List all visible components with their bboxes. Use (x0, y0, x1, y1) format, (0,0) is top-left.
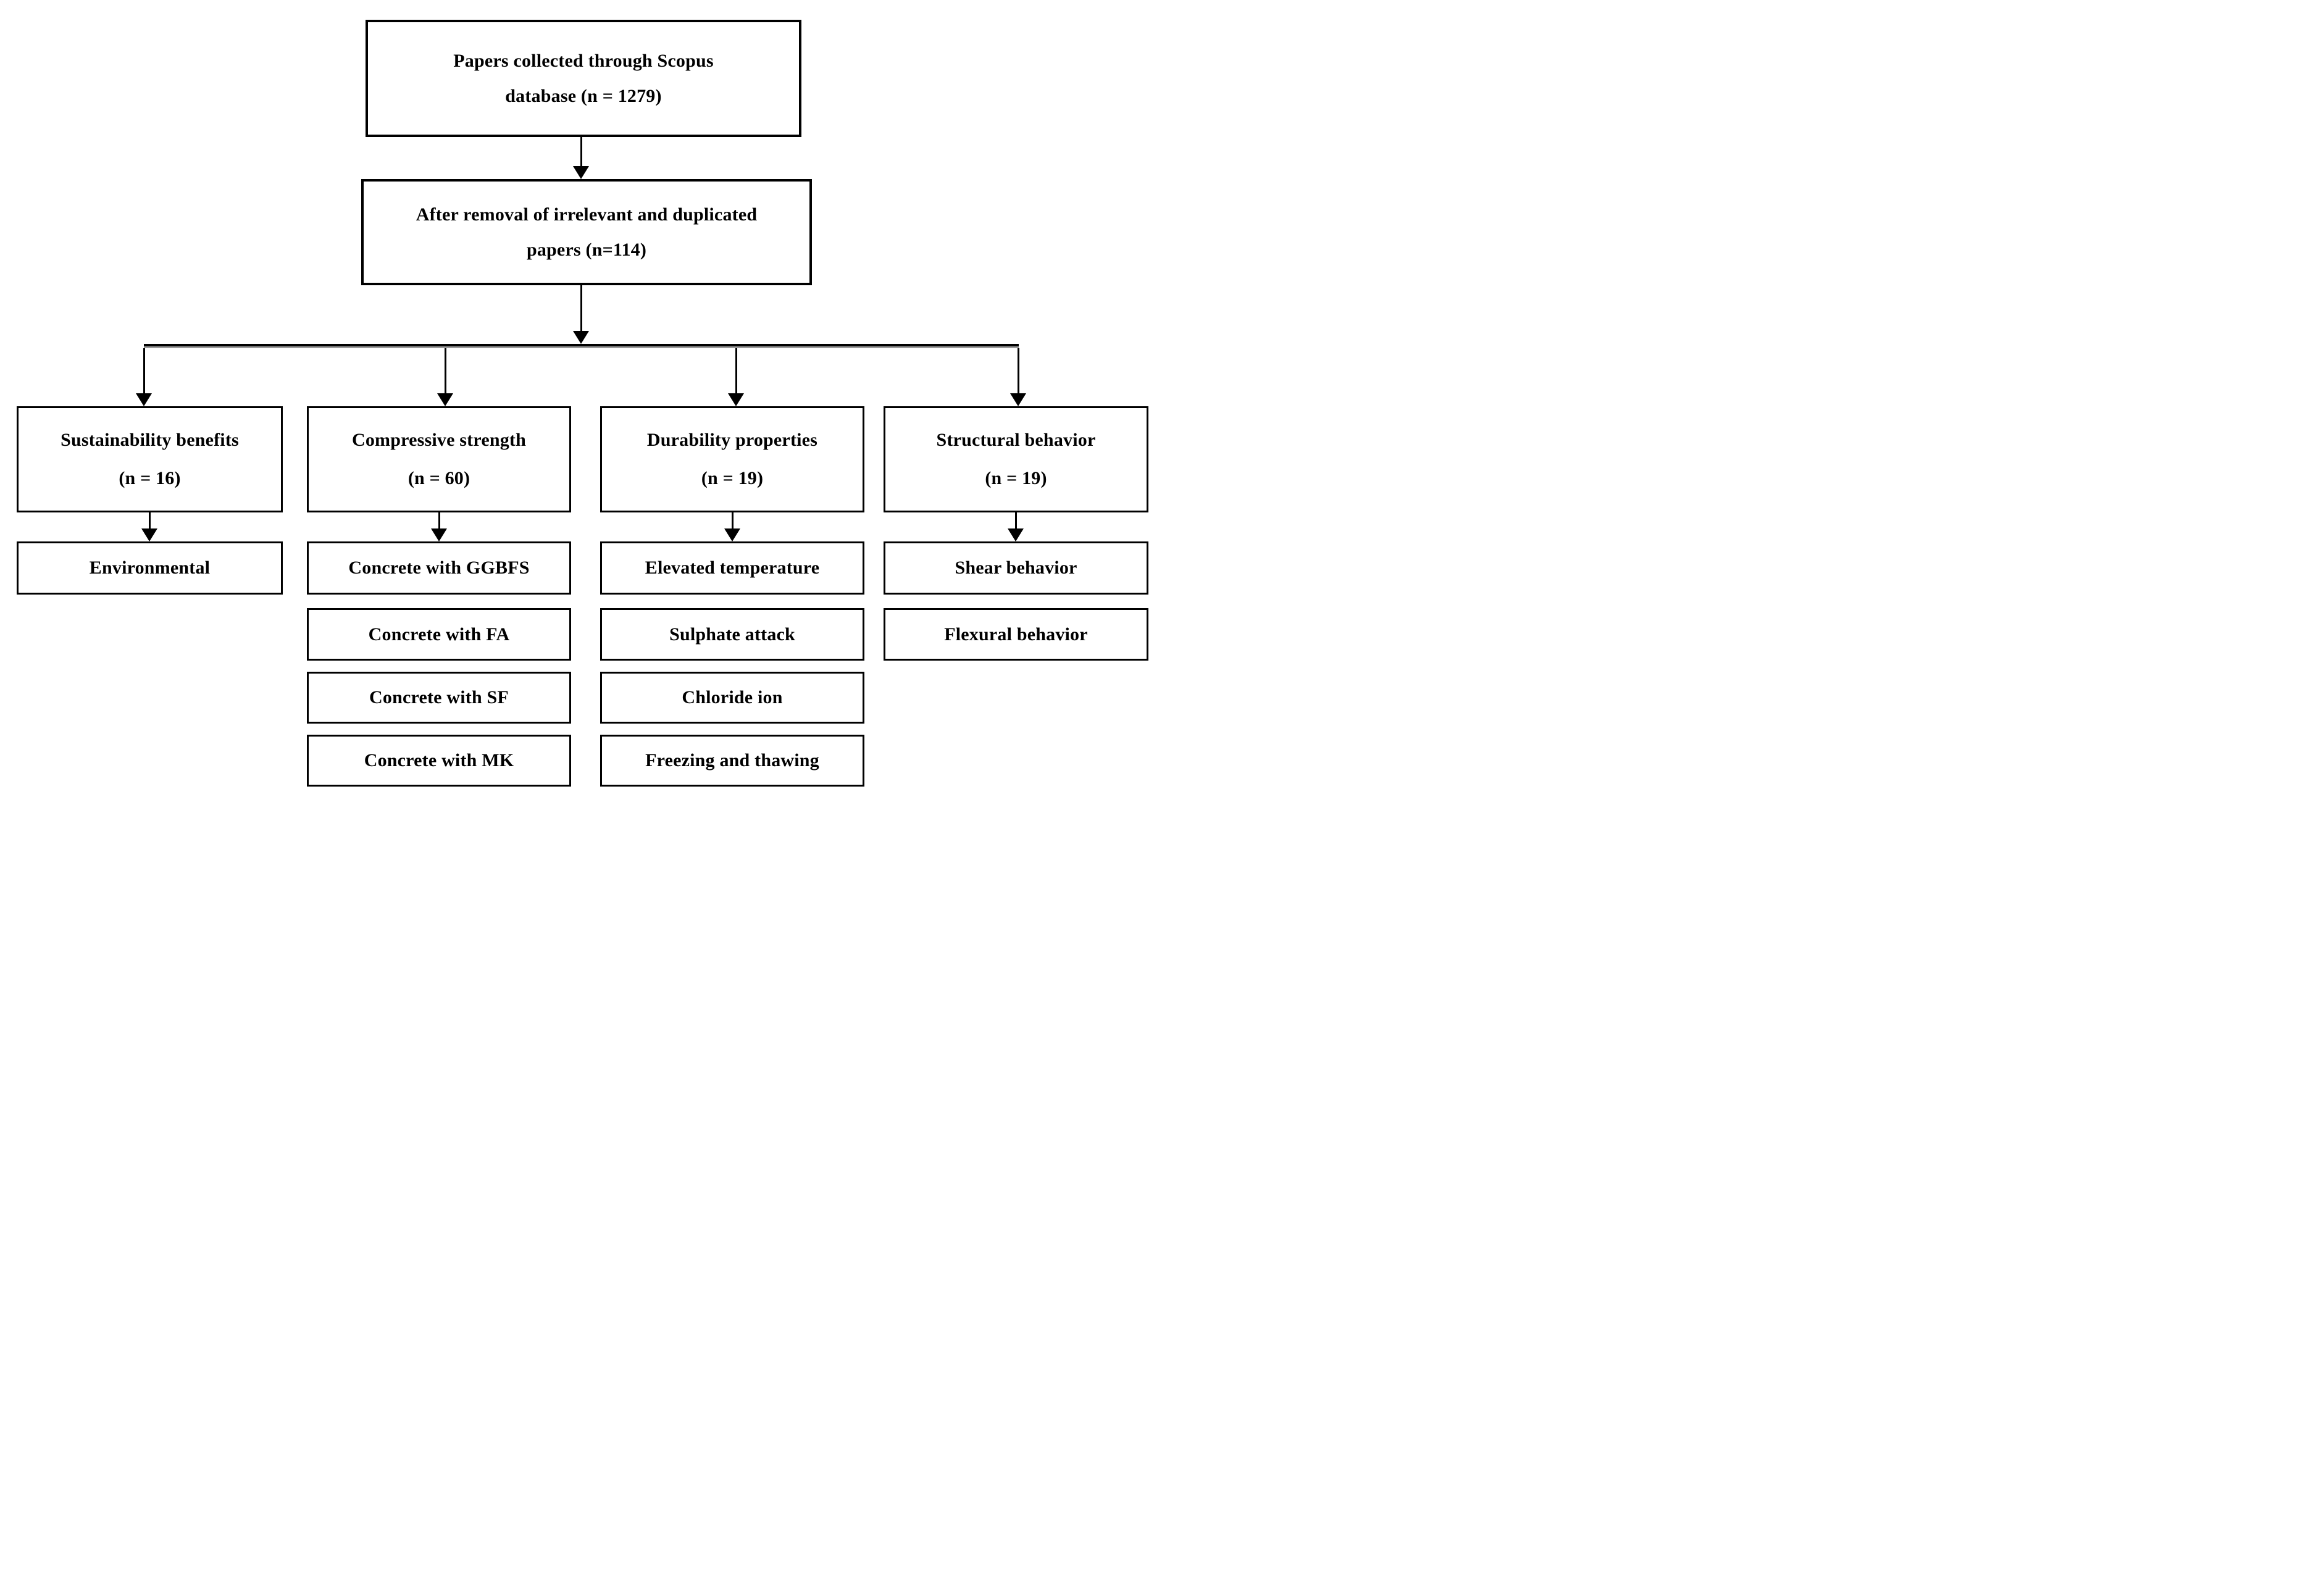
node-child-sulphate-attack: Sulphate attack (600, 608, 864, 661)
node-branch-structural: Structural behavior (n = 19) (884, 406, 1148, 512)
node-papers-collected-line1: Papers collected through Scopus (453, 51, 714, 71)
arrow-collected-to-filtered-shaft (580, 137, 582, 167)
arrow-structural-to-child-shaft (1015, 512, 1017, 529)
drop-arrow-4-shaft (1018, 348, 1019, 393)
node-after-removal-line1: After removal of irrelevant and duplicat… (416, 204, 758, 225)
arrow-sustainability-to-child-head-icon (141, 528, 157, 541)
child-shear-behavior-label: Shear behavior (955, 558, 1077, 578)
arrow-durability-to-child-head-icon (724, 528, 740, 541)
node-child-shear-behavior: Shear behavior (884, 541, 1148, 595)
node-child-concrete-sf: Concrete with SF (307, 672, 571, 724)
node-after-removal: After removal of irrelevant and duplicat… (361, 179, 812, 285)
node-child-concrete-mk: Concrete with MK (307, 735, 571, 787)
node-papers-collected-line2: database (n = 1279) (505, 86, 662, 106)
child-sulphate-attack-label: Sulphate attack (669, 624, 795, 645)
arrow-filtered-to-connector-head-icon (573, 331, 589, 344)
branch-durability-title: Durability properties (646, 430, 818, 450)
connector-horizontal (144, 344, 1019, 348)
branch-durability-count: (n = 19) (701, 468, 764, 488)
branch-compressive-count: (n = 60) (408, 468, 470, 488)
child-flexural-behavior-label: Flexural behavior (944, 624, 1088, 645)
child-concrete-sf-label: Concrete with SF (369, 687, 509, 708)
child-freezing-thawing-label: Freezing and thawing (645, 750, 819, 771)
child-environmental-label: Environmental (89, 558, 211, 578)
drop-arrow-1-shaft (143, 348, 145, 393)
node-after-removal-line2: papers (n=114) (526, 240, 647, 260)
arrow-compressive-to-child-head-icon (431, 528, 447, 541)
child-concrete-fa-label: Concrete with FA (368, 624, 510, 645)
branch-compressive-title: Compressive strength (351, 430, 527, 450)
child-concrete-ggbfs-label: Concrete with GGBFS (348, 558, 530, 578)
node-branch-durability: Durability properties (n = 19) (600, 406, 864, 512)
node-branch-compressive-strength: Compressive strength (n = 60) (307, 406, 571, 512)
arrow-structural-to-child-head-icon (1008, 528, 1024, 541)
node-child-flexural-behavior: Flexural behavior (884, 608, 1148, 661)
node-child-concrete-fa: Concrete with FA (307, 608, 571, 661)
drop-arrow-4-head-icon (1010, 393, 1026, 406)
child-chloride-ion-label: Chloride ion (682, 687, 783, 708)
node-child-concrete-ggbfs: Concrete with GGBFS (307, 541, 571, 595)
arrow-durability-to-child-shaft (732, 512, 734, 529)
drop-arrow-2-shaft (445, 348, 446, 393)
branch-sustainability-title: Sustainability benefits (61, 430, 239, 450)
drop-arrow-3-shaft (735, 348, 737, 393)
child-concrete-mk-label: Concrete with MK (364, 750, 514, 771)
drop-arrow-2-head-icon (437, 393, 453, 406)
node-papers-collected: Papers collected through Scopus database… (366, 20, 801, 137)
branch-sustainability-count: (n = 16) (119, 468, 181, 488)
arrow-sustainability-to-child-shaft (149, 512, 151, 529)
drop-arrow-3-head-icon (728, 393, 744, 406)
scopus-paper-selection-flowchart: Papers collected through Scopus database… (0, 0, 1162, 791)
drop-arrow-1-head-icon (136, 393, 152, 406)
node-child-chloride-ion: Chloride ion (600, 672, 864, 724)
branch-structural-title: Structural behavior (936, 430, 1096, 450)
arrow-filtered-to-connector-shaft (580, 285, 582, 331)
node-branch-sustainability: Sustainability benefits (n = 16) (17, 406, 283, 512)
node-child-environmental: Environmental (17, 541, 283, 595)
node-child-freezing-thawing: Freezing and thawing (600, 735, 864, 787)
arrow-collected-to-filtered-head-icon (573, 166, 589, 179)
node-child-elevated-temperature: Elevated temperature (600, 541, 864, 595)
arrow-compressive-to-child-shaft (438, 512, 440, 529)
branch-structural-count: (n = 19) (985, 468, 1047, 488)
child-elevated-temperature-label: Elevated temperature (645, 558, 820, 578)
